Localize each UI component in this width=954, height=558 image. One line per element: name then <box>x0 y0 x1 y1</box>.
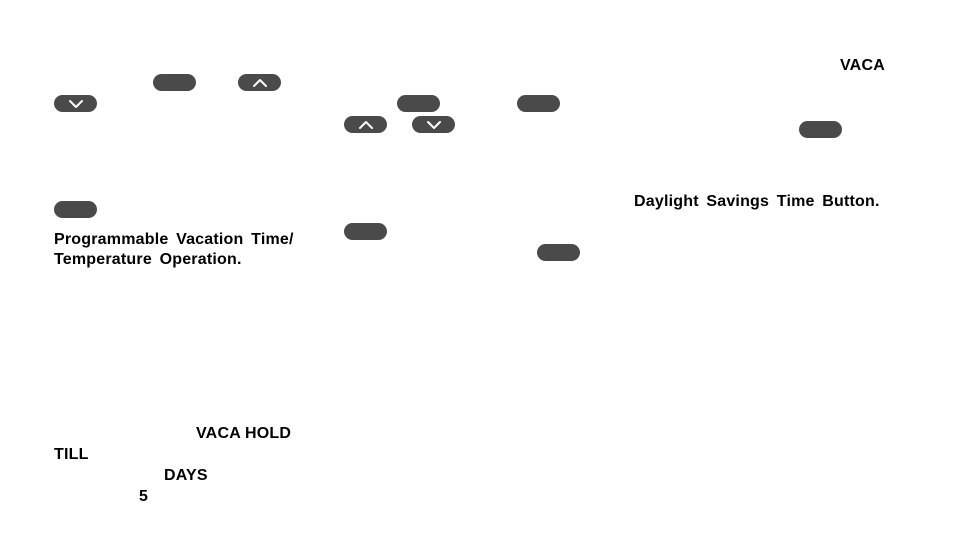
programmable-vacation-heading-line2: Temperature Operation. <box>54 251 242 268</box>
thermostat-button[interactable] <box>54 201 97 218</box>
chevron-up-icon <box>357 120 375 130</box>
daylight-savings-heading: Daylight Savings Time Button. <box>634 193 880 210</box>
vaca-label: VACA <box>840 57 885 74</box>
till-label: TILL <box>54 446 89 463</box>
down-arrow-button[interactable] <box>412 116 455 133</box>
down-arrow-button[interactable] <box>54 95 97 112</box>
chevron-down-icon <box>67 99 85 109</box>
chevron-up-icon <box>251 78 269 88</box>
thermostat-button[interactable] <box>799 121 842 138</box>
up-arrow-button[interactable] <box>344 116 387 133</box>
thermostat-button[interactable] <box>397 95 440 112</box>
thermostat-button[interactable] <box>344 223 387 240</box>
up-arrow-button[interactable] <box>238 74 281 91</box>
thermostat-button[interactable] <box>153 74 196 91</box>
thermostat-button[interactable] <box>537 244 580 261</box>
programmable-vacation-heading-line1: Programmable Vacation Time/ <box>54 231 294 248</box>
days-value: 5 <box>139 488 149 505</box>
days-label: DAYS <box>164 467 208 484</box>
thermostat-button[interactable] <box>517 95 560 112</box>
vaca-hold-label: VACA HOLD <box>196 425 292 442</box>
chevron-down-icon <box>425 120 443 130</box>
